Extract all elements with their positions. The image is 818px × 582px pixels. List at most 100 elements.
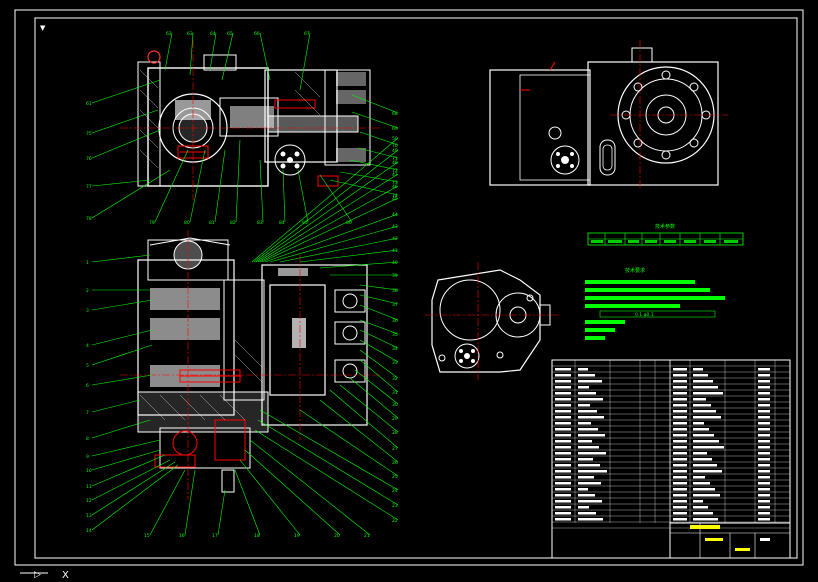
parts-cell	[693, 518, 718, 521]
parts-cell	[578, 488, 588, 491]
parts-cell	[693, 422, 704, 425]
part-label: 45	[392, 196, 398, 202]
part-label: 10	[86, 468, 92, 474]
parts-cell	[758, 476, 770, 479]
parts-cell	[758, 470, 770, 473]
part-label: 41	[392, 248, 398, 254]
ucs-icon: ▷ X	[20, 570, 69, 581]
parts-cell	[758, 374, 770, 377]
part-label: 16	[179, 533, 185, 539]
parts-cell	[673, 380, 687, 383]
ucs-x-mark: X	[62, 570, 69, 581]
parts-cell	[555, 380, 571, 383]
side-elevation-view	[489, 40, 728, 190]
part-label: 82	[230, 220, 236, 226]
parts-cell	[578, 470, 607, 473]
part-label: 72	[392, 168, 398, 174]
parts-cell	[693, 410, 716, 413]
part-label: 24	[392, 488, 398, 494]
parts-cell	[693, 398, 706, 401]
parts-cell	[555, 446, 571, 449]
parts-cell	[673, 368, 687, 371]
parts-cell	[758, 428, 770, 431]
part-label: 62	[166, 31, 172, 37]
parts-cell	[758, 398, 770, 401]
parts-cell	[758, 452, 770, 455]
parts-cell	[578, 368, 588, 371]
parts-cell	[673, 476, 687, 479]
parts-cell	[555, 476, 571, 479]
parts-cell	[693, 368, 703, 371]
part-label: 83	[257, 220, 263, 226]
parts-cell	[693, 428, 709, 431]
parts-cell	[555, 440, 571, 443]
parts-cell	[578, 416, 604, 419]
parts-cell	[693, 482, 710, 485]
parts-cell	[673, 404, 687, 407]
parts-cell	[693, 404, 711, 407]
parts-cell	[758, 422, 770, 425]
parts-cell	[555, 482, 571, 485]
parts-cell	[693, 446, 724, 449]
part-label: 67	[304, 31, 310, 37]
part-label: 79	[149, 220, 155, 226]
upper-section-view	[120, 40, 380, 200]
part-label: 86	[346, 220, 352, 226]
parts-cell	[758, 512, 770, 515]
part-label: 8	[86, 436, 89, 442]
leader-lines	[91, 32, 399, 536]
part-label: 63	[187, 31, 193, 37]
parts-cell	[555, 434, 571, 437]
parts-cell	[555, 428, 571, 431]
part-label: 6	[86, 383, 89, 389]
part-label: 50	[392, 136, 398, 142]
part-label: 26	[392, 460, 398, 466]
part-label: 25	[392, 474, 398, 480]
parts-cell	[555, 422, 571, 425]
parts-cell	[693, 500, 703, 503]
parts-cell	[673, 416, 687, 419]
parts-cell	[758, 494, 770, 497]
part-label: 77	[86, 184, 92, 190]
part-label: 64	[210, 31, 216, 37]
part-label: 19	[294, 533, 300, 539]
part-label: 85	[302, 220, 308, 226]
part-label: 23	[392, 503, 398, 509]
parts-cell	[578, 410, 597, 413]
parts-cell	[673, 470, 687, 473]
parts-cell	[693, 488, 715, 491]
part-label: 27	[392, 446, 398, 452]
part-label: 7	[86, 410, 89, 416]
part-label: 35	[392, 332, 398, 338]
part-label: 13	[86, 513, 92, 519]
parts-cell	[555, 488, 571, 491]
part-label: 68	[392, 111, 398, 117]
parts-cell	[578, 458, 593, 461]
parts-cell	[758, 404, 770, 407]
part-label: 1	[86, 260, 89, 266]
parts-cell	[673, 374, 687, 377]
parts-cell	[673, 428, 687, 431]
part-label: 30	[392, 402, 398, 408]
parts-list-table	[551, 359, 791, 559]
parts-cell	[758, 506, 770, 509]
parts-cell	[693, 440, 719, 443]
part-label: 12	[86, 498, 92, 504]
parts-cell	[758, 380, 770, 383]
parts-cell	[758, 500, 770, 503]
parts-cell	[758, 410, 770, 413]
part-label: 75	[86, 131, 92, 137]
parts-cell	[673, 446, 687, 449]
parts-cell	[578, 428, 598, 431]
part-label: 5	[86, 363, 89, 369]
parts-cell	[578, 398, 603, 401]
parts-cell	[758, 416, 770, 419]
part-label: 40	[392, 260, 398, 266]
requirements-title: 技术要求	[625, 267, 645, 274]
part-label: 38	[392, 288, 398, 294]
ucs-arrow-icon: ▷	[34, 570, 41, 580]
parts-cell	[693, 494, 720, 497]
parts-cell	[555, 386, 571, 389]
